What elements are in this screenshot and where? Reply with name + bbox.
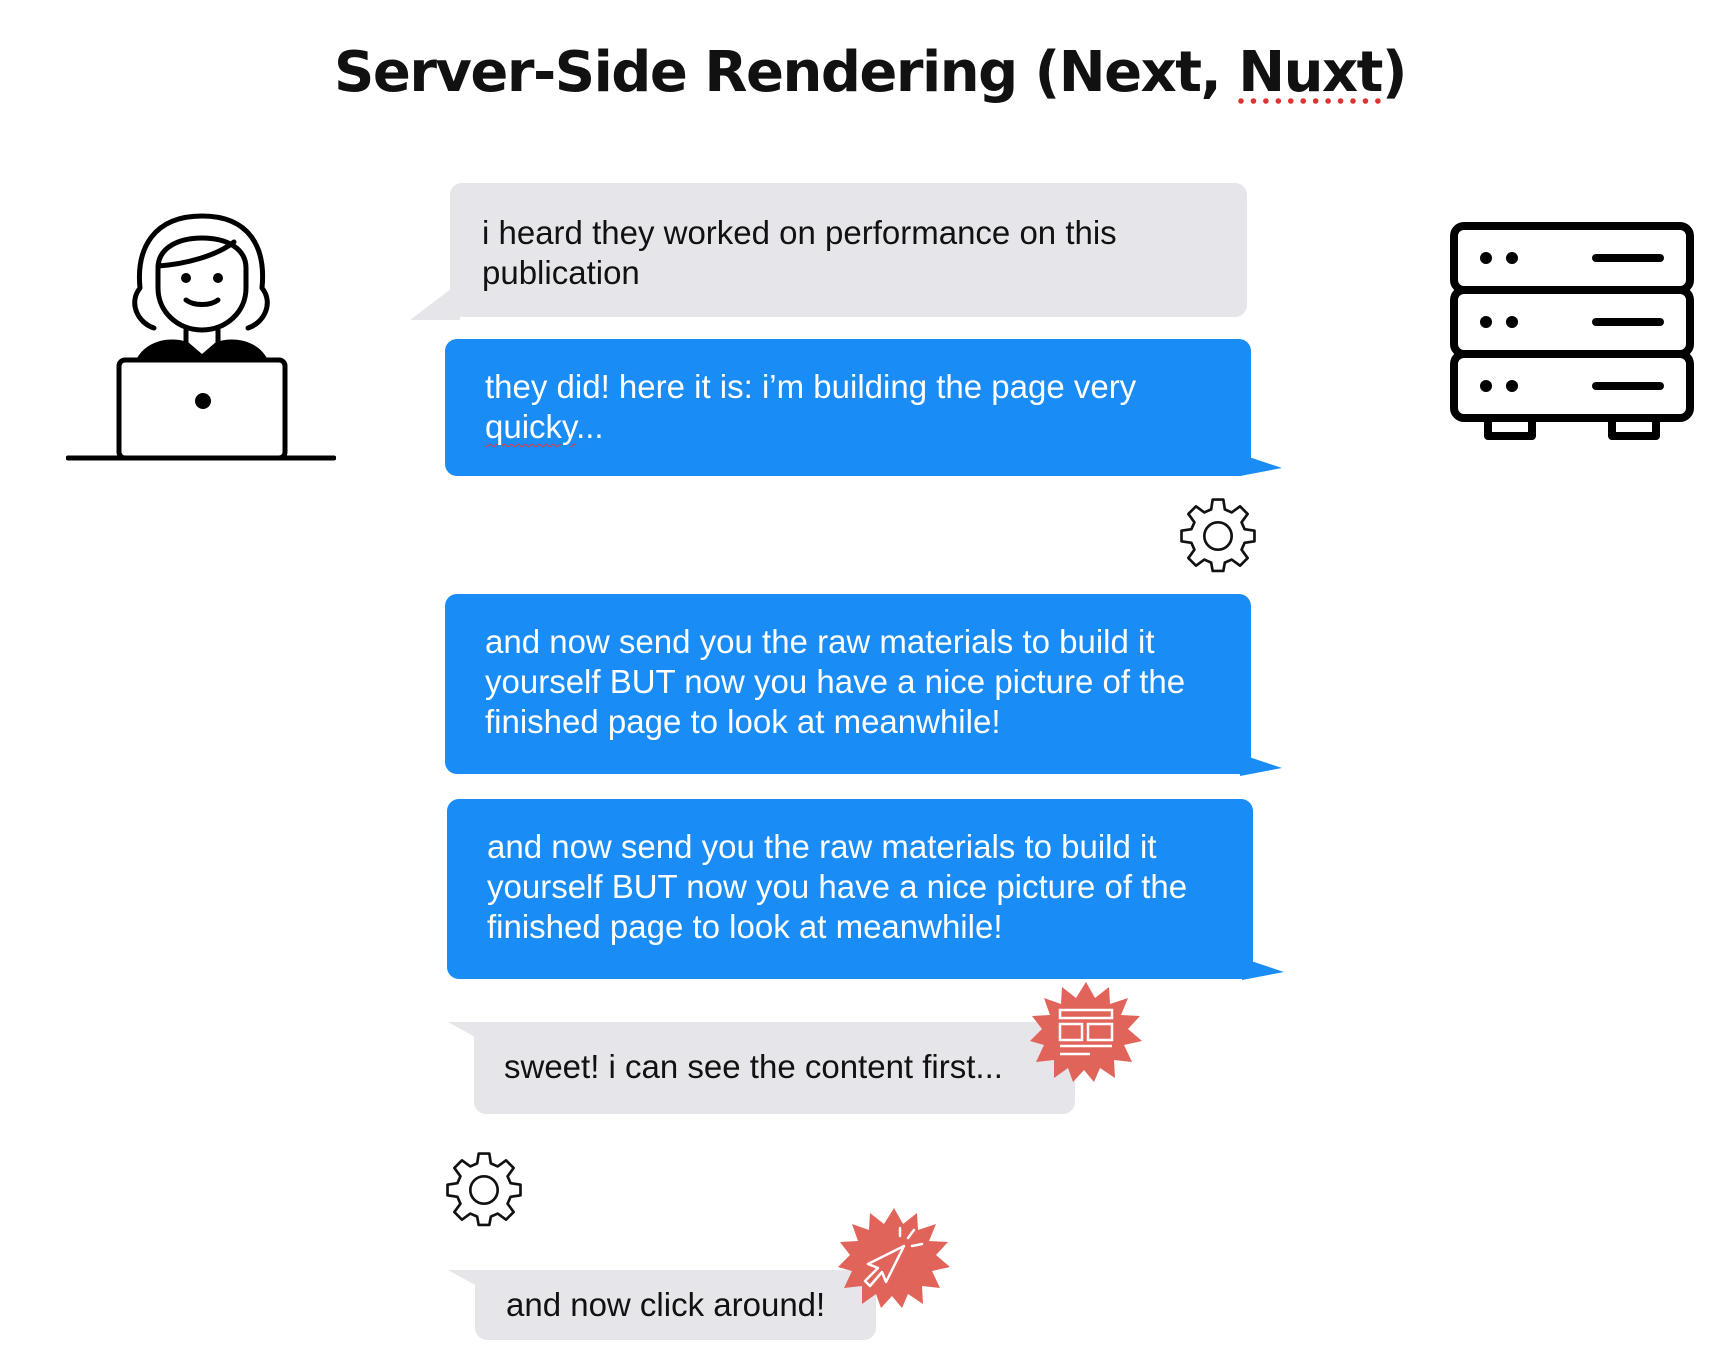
gear-icon bbox=[446, 1152, 522, 1228]
message-text: i heard they worked on performance on th… bbox=[482, 214, 1117, 291]
message-text: they did! here it is: i’m building the p… bbox=[485, 368, 1137, 445]
message-text: and now send you the raw materials to bu… bbox=[487, 828, 1188, 945]
message-bubble-server: and now send you the raw materials to bu… bbox=[445, 594, 1251, 774]
server-rack-icon bbox=[1448, 220, 1698, 450]
message-text: and now send you the raw materials to bu… bbox=[485, 623, 1186, 740]
message-bubble-client: i heard they worked on performance on th… bbox=[450, 183, 1247, 317]
webpage-layout-icon bbox=[1030, 982, 1142, 1082]
title-text: Server-Side Rendering (Next, bbox=[334, 40, 1239, 105]
message-bubble-client: and now click around! bbox=[475, 1270, 876, 1340]
message-bubble-server: and now send you the raw materials to bu… bbox=[447, 799, 1253, 979]
person-with-laptop-icon bbox=[66, 208, 336, 470]
message-text: and now click around! bbox=[506, 1286, 826, 1323]
message-bubble-client: sweet! i can see the content first... bbox=[474, 1022, 1075, 1114]
bubble-tail bbox=[410, 282, 460, 322]
title-suffix: ) bbox=[1381, 40, 1408, 105]
message-bubble-server: they did! here it is: i’m building the p… bbox=[445, 339, 1251, 476]
message-text: sweet! i can see the content first... bbox=[504, 1048, 1003, 1085]
title-flagged-word: Nuxt bbox=[1238, 40, 1383, 105]
gear-icon bbox=[1180, 498, 1256, 574]
cursor-click-icon bbox=[838, 1208, 950, 1308]
page-title: Server-Side Rendering (Next, Nuxt) bbox=[0, 40, 1716, 105]
